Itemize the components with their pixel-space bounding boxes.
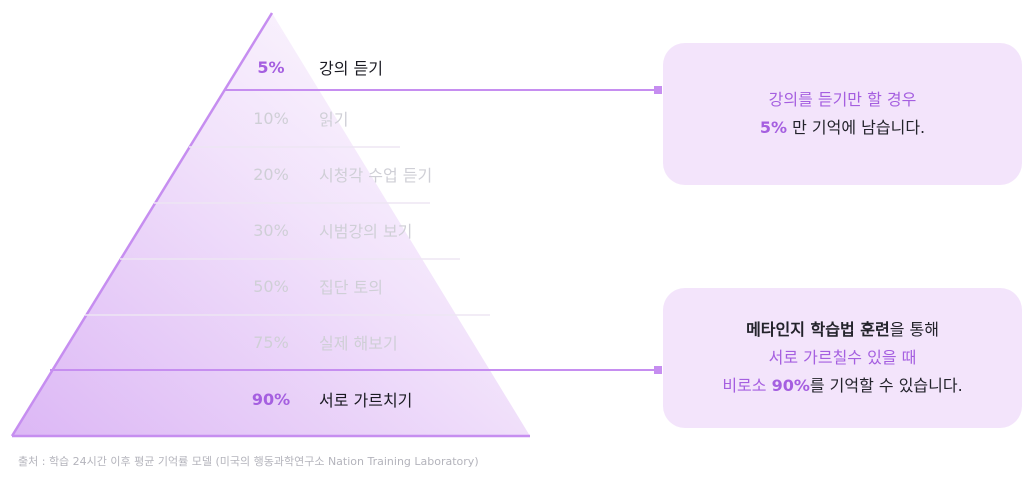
connector-top-dot: [654, 86, 662, 94]
callout-top-line1: 강의를 듣기만 할 경우: [768, 90, 917, 109]
level-row-5: 50% 집단 토의: [0, 271, 600, 301]
level-label: 시청각 수업 듣기: [319, 166, 433, 185]
level-label: 강의 듣기: [319, 59, 383, 78]
callout-bottom: 메타인지 학습법 훈련을 통해 서로 가르칠수 있을 때 비로소 90%를 기억…: [663, 288, 1022, 428]
level-row-7: 90% 서로 가르치기: [0, 384, 600, 414]
level-label: 실제 해보기: [319, 334, 398, 353]
pyramid-body: [12, 13, 530, 436]
level-label: 시범강의 보기: [319, 222, 413, 241]
callout-bottom-line3-text: 를 기억할 수 있습니다.: [809, 376, 963, 395]
connector-bottom-dot: [654, 366, 662, 374]
level-label: 읽기: [319, 110, 349, 129]
level-percent: 90%: [251, 389, 291, 409]
callout-bottom-line3: 비로소 90%를 기억할 수 있습니다.: [722, 372, 962, 400]
callout-bottom-line1: 메타인지 학습법 훈련을 통해: [746, 316, 939, 344]
callout-bottom-line2: 서로 가르칠수 있을 때: [768, 348, 917, 367]
level-percent: 75%: [253, 332, 289, 352]
level-row-6: 75% 실제 해보기: [0, 327, 600, 357]
pyramid-dividers: [85, 146, 490, 316]
callout-top-line2: 5% 만 기억에 남습니다.: [760, 114, 925, 142]
source-caption: 출처 : 학습 24시간 이후 평균 기억률 모델 (미국의 행동과학연구소 N…: [18, 455, 479, 468]
highlight-percent: 5%: [759, 118, 788, 137]
pyramid-left-edge: [10, 12, 274, 437]
callout-top: 강의를 듣기만 할 경우 5% 만 기억에 남습니다.: [663, 43, 1022, 185]
callout-bottom-line1-text: 을 통해: [889, 320, 939, 339]
callout-bottom-keyword: 메타인지 학습법 훈련: [746, 320, 890, 339]
highlight-percent: 90%: [771, 376, 810, 395]
level-label: 서로 가르치기: [319, 391, 413, 410]
level-row-2: 10% 읽기: [0, 103, 600, 133]
level-percent: 5%: [257, 57, 285, 77]
level-row-4: 30% 시범강의 보기: [0, 215, 600, 245]
level-row-3: 20% 시청각 수업 듣기: [0, 159, 600, 189]
callout-top-line2-text: 만 기억에 남습니다.: [787, 118, 926, 137]
level-percent: 10%: [253, 108, 289, 128]
level-percent: 20%: [253, 164, 289, 184]
level-row-1: 5% 강의 듣기: [0, 52, 600, 82]
level-percent: 30%: [253, 220, 289, 240]
level-percent: 50%: [253, 276, 289, 296]
level-label: 집단 토의: [319, 278, 383, 297]
callout-bottom-line3-pre: 비로소: [722, 376, 772, 395]
